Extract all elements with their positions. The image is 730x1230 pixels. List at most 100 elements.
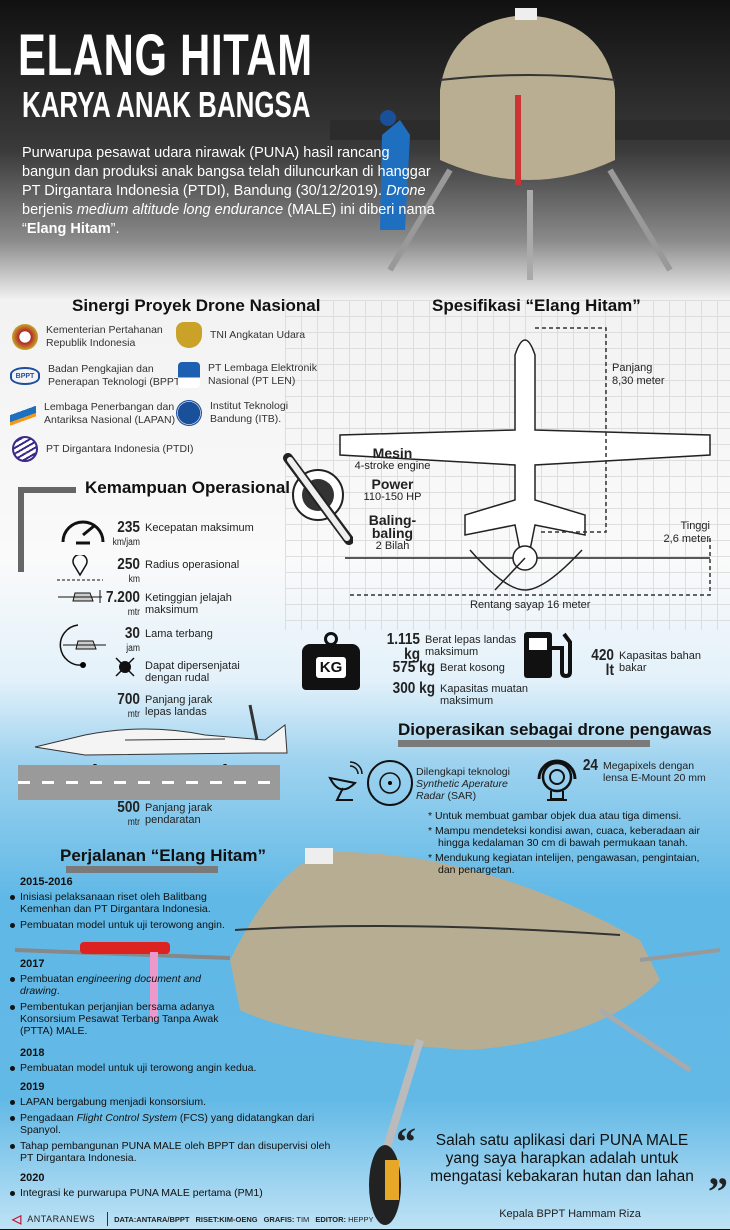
quote-author: Kepala BPPT Hammam Riza bbox=[499, 1208, 641, 1220]
org-itb: Institut Teknologi Bandung (ITB). bbox=[176, 400, 320, 426]
org-name: PT Dirgantara Indonesia (PTDI) bbox=[46, 442, 194, 455]
pengawas-title-bar bbox=[398, 740, 650, 747]
unit: mtr bbox=[127, 709, 140, 720]
drone-side-illustration bbox=[34, 704, 288, 770]
timeline-item: Pembuatan model untuk uji terowong angin… bbox=[8, 919, 258, 931]
text: (FCS) yang didatangkan dari Spanyol. bbox=[20, 1112, 315, 1136]
value: 500 bbox=[117, 799, 140, 816]
timeline-item: Pembuatan engineering document and drawi… bbox=[8, 973, 243, 997]
intro-name: Elang Hitam bbox=[26, 221, 111, 237]
org-name: Lembaga Penerbangan dan Antariksa Nasion… bbox=[44, 401, 176, 426]
org-name: TNI Angkatan Udara bbox=[210, 328, 306, 341]
tni-au-logo-icon bbox=[176, 322, 202, 348]
baling-value: 2 Bilah bbox=[375, 540, 410, 552]
timeline-item: Pembentukan perjanjian bersama adanya Ko… bbox=[8, 1001, 243, 1037]
drone-photo-bottom bbox=[14, 848, 721, 1225]
unit: km bbox=[128, 574, 140, 585]
note-item: * Untuk membuat gambar objek dua atau ti… bbox=[428, 810, 682, 822]
runway bbox=[18, 765, 280, 800]
kemampuan-title: Kemampuan Operasional bbox=[85, 478, 291, 497]
len-logo-icon bbox=[178, 362, 200, 388]
intro-text: ”. bbox=[110, 221, 120, 237]
cap-label: Panjang jarak lepas landas bbox=[145, 694, 213, 718]
weight-value: 575 kg bbox=[392, 659, 435, 676]
speedometer-icon bbox=[61, 520, 105, 545]
unit: km/jam bbox=[112, 537, 140, 548]
text: Pembuatan bbox=[20, 973, 77, 985]
unit: mtr bbox=[127, 817, 140, 828]
text: engineering document and drawing bbox=[20, 973, 201, 997]
year-label: 2017 bbox=[20, 958, 45, 970]
missile-target-icon bbox=[115, 657, 135, 677]
label: EDITOR: bbox=[315, 1214, 347, 1224]
org-kemhan: Kementerian Pertahanan Republik Indonesi… bbox=[12, 324, 186, 350]
intro-male: medium altitude long endurance bbox=[76, 202, 284, 218]
label: GRAFIS: bbox=[263, 1214, 295, 1224]
pengawas-title: Dioperasikan sebagai drone pengawas bbox=[398, 720, 712, 739]
timeline-item: Pengadaan Flight Control System (FCS) ya… bbox=[8, 1112, 338, 1136]
unit: mtr bbox=[127, 607, 140, 618]
sinergi-title: Sinergi Proyek Drone Nasional bbox=[72, 296, 321, 315]
value: 7.200 bbox=[105, 589, 140, 606]
rentang-label: Rentang sayap 16 meter bbox=[470, 599, 591, 611]
sar-radar-icon bbox=[328, 760, 413, 806]
weight-kg-icon: KG bbox=[302, 632, 360, 690]
hero-drone-photo bbox=[330, 0, 730, 280]
value: 30 bbox=[124, 625, 140, 642]
value: TIM bbox=[296, 1214, 310, 1224]
brand-name: ANTARANEWS bbox=[27, 1214, 96, 1224]
antara-logo-icon: ◁ bbox=[12, 1212, 22, 1226]
year-label: 2018 bbox=[20, 1047, 45, 1059]
unit: jam bbox=[126, 643, 140, 654]
text: Pengadaan bbox=[20, 1112, 77, 1124]
timeline-item: LAPAN bergabung menjadi konsorsium. bbox=[8, 1096, 338, 1108]
org-name: PT Lembaga Elektronik Nasional (PT LEN) bbox=[208, 362, 317, 387]
value: 250 bbox=[117, 556, 140, 573]
spesifikasi-title: Spesifikasi “Elang Hitam” bbox=[432, 296, 641, 315]
intro-text: (MALE) ini diberi nama “ bbox=[22, 202, 435, 237]
baling-label: Baling-baling bbox=[368, 512, 417, 541]
footer-divider bbox=[107, 1212, 109, 1226]
credit-editor: EDITOR: HEPPY bbox=[315, 1215, 373, 1224]
tinggi-label: Tinggi bbox=[680, 520, 710, 532]
note-item: * Mampu mendeteksi kondisi awan, cuaca, … bbox=[428, 825, 700, 849]
weight-label: Berat kosong bbox=[440, 662, 505, 674]
credit-riset: RISET:KIM-OENG bbox=[195, 1214, 258, 1224]
panjang-label: Panjang bbox=[612, 362, 653, 374]
panjang-value: 8,30 meter bbox=[612, 375, 665, 387]
weight-value: 300 kg bbox=[392, 680, 435, 697]
text: Flight Control System bbox=[76, 1112, 178, 1124]
footer-credits: ◁ ANTARANEWS DATA:ANTARA/BPPT RISET:KIM-… bbox=[12, 1212, 374, 1226]
pengawas-notes: * Untuk membuat gambar objek dua atau ti… bbox=[428, 810, 718, 879]
org-name: Kementerian Pertahanan Republik Indonesi… bbox=[46, 324, 163, 349]
intro-drone: Drone bbox=[386, 183, 426, 199]
bppt-logo-icon: BPPT bbox=[10, 367, 40, 385]
cap-label: Kecepatan maksimum bbox=[145, 522, 254, 534]
org-tni-au: TNI Angkatan Udara bbox=[176, 322, 305, 348]
timeline-item: Pembuatan model untuk uji terowong angin… bbox=[8, 1062, 328, 1074]
sar-line: Radar bbox=[416, 790, 445, 802]
perjalanan-title-bar bbox=[66, 866, 218, 873]
power-value: 110-150 HP bbox=[363, 491, 422, 503]
intro-paragraph: Purwarupa pesawat udara nirawak (PUNA) h… bbox=[22, 144, 437, 239]
quote-open-icon: “ bbox=[396, 1119, 416, 1164]
cam-label: Megapixels dengan lensa E-Mount 20 mm bbox=[603, 760, 706, 784]
